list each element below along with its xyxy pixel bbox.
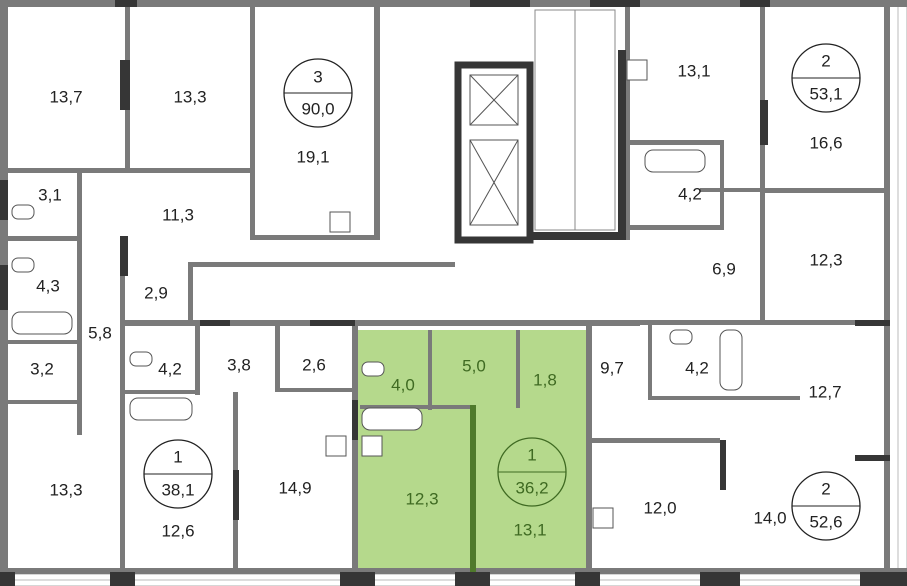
room-area: 14,9 bbox=[278, 478, 311, 497]
room-area: 13,3 bbox=[49, 480, 82, 499]
room-area: 12,3 bbox=[405, 489, 438, 508]
room-area: 4,2 bbox=[685, 358, 709, 377]
room-area: 4,2 bbox=[678, 184, 702, 203]
room-area: 16,6 bbox=[809, 133, 842, 152]
room-area: 4,2 bbox=[158, 359, 182, 378]
room-area: 14,0 bbox=[753, 508, 786, 527]
room-area: 5,0 bbox=[462, 356, 486, 375]
room-area: 4,3 bbox=[36, 276, 60, 295]
apartment-rooms: 2 bbox=[821, 51, 830, 70]
room-area: 19,1 bbox=[296, 147, 329, 166]
room-area: 12,0 bbox=[643, 498, 676, 517]
apartment-area: 52,6 bbox=[809, 512, 842, 531]
bathroom-fixtures bbox=[11, 149, 743, 431]
room-area: 12,3 bbox=[809, 250, 842, 269]
kitchen-stoves bbox=[325, 59, 648, 529]
room-area: 4,0 bbox=[391, 375, 415, 394]
room-area: 9,7 bbox=[600, 358, 624, 377]
apartment-badge[interactable]: 2 52,6 bbox=[791, 471, 861, 541]
apartment-badge[interactable]: 2 53,1 bbox=[791, 43, 861, 113]
stairs bbox=[534, 9, 616, 231]
room-area: 1,8 bbox=[533, 370, 557, 389]
apartment-area: 53,1 bbox=[809, 84, 842, 103]
room-area: 12,6 bbox=[161, 521, 194, 540]
apartment-area: 36,2 bbox=[515, 478, 548, 497]
room-area: 13,1 bbox=[513, 520, 546, 539]
apartment-rooms: 1 bbox=[173, 447, 182, 466]
apartment-rooms: 1 bbox=[527, 445, 536, 464]
apartment-badge[interactable]: 3 90,0 bbox=[283, 58, 353, 128]
room-area: 5,8 bbox=[88, 323, 112, 342]
apartment-area: 38,1 bbox=[161, 480, 194, 499]
room-area: 3,1 bbox=[38, 185, 62, 204]
apartment-rooms: 3 bbox=[313, 67, 322, 86]
room-area: 13,1 bbox=[677, 61, 710, 80]
room-area: 13,3 bbox=[173, 87, 206, 106]
apartment-rooms: 2 bbox=[821, 479, 830, 498]
room-area: 6,9 bbox=[712, 259, 736, 278]
room-area: 11,3 bbox=[162, 205, 194, 224]
apartment-area: 90,0 bbox=[301, 99, 334, 118]
elevator-core bbox=[454, 50, 626, 244]
room-area: 3,8 bbox=[227, 355, 251, 374]
room-area: 2,9 bbox=[144, 283, 168, 302]
apartment-badge[interactable]: 1 38,1 bbox=[143, 439, 213, 509]
room-areas: 13,7 13,3 19,1 3,1 11,3 4,3 2,9 5,8 3,2 … bbox=[30, 61, 842, 540]
apartment-badge-highlighted[interactable]: 1 36,2 bbox=[497, 437, 567, 507]
room-area: 13,7 bbox=[49, 87, 82, 106]
room-area: 3,2 bbox=[30, 359, 54, 378]
room-area: 2,6 bbox=[302, 355, 326, 374]
room-area: 12,7 bbox=[808, 382, 841, 401]
